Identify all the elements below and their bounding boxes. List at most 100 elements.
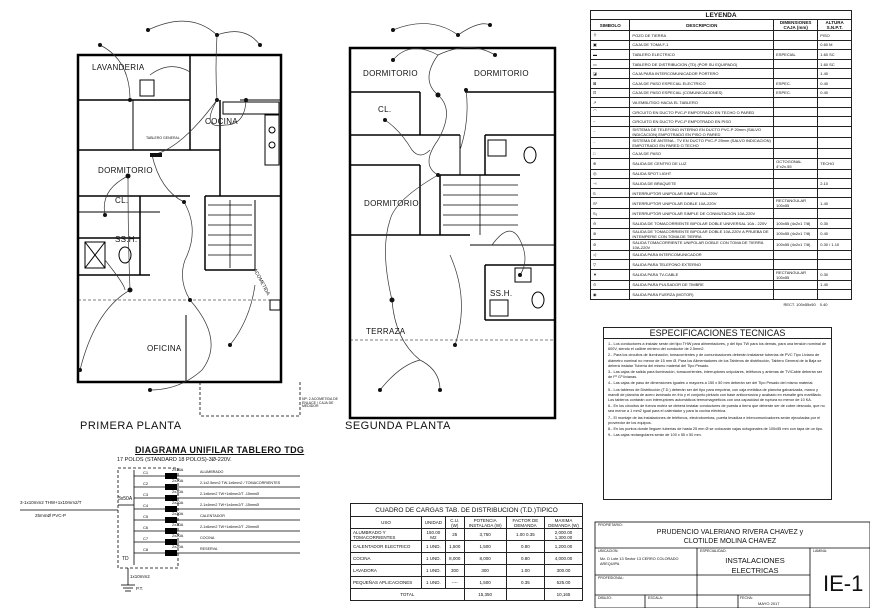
switch-3way-icon: S₃ (589, 208, 631, 219)
unifilar-subtitle: 17 POLOS (STANDARD 18 POLOS)-3Ø-220V. (117, 457, 232, 463)
tv-icon: ▼ (589, 268, 631, 281)
legend-row: ⊖SALIDA DE TOMACORRIENTE BIPOLAR DOBLE U… (589, 217, 852, 229)
first-floor-stairs (208, 200, 252, 268)
location-text: Mz. D Lote 13 Sector 13 CERRO COLORADO A… (600, 557, 679, 566)
load-header: UNIDAD (421, 516, 446, 529)
circuit-desc: 2-1x4mm2 TW+1x4mm2/T -15mmØ (200, 503, 259, 507)
circuit-id: C6 (143, 525, 149, 530)
drawn-label: DIBUJO: (598, 596, 612, 600)
unifilar-lines (20, 467, 300, 592)
panel-icon: ▬ (589, 49, 631, 60)
load-header: USO (350, 516, 422, 529)
circuit-breaker: 2x16A (172, 467, 184, 472)
circuit-id: C8 (143, 547, 149, 552)
first-floor-walls (76, 53, 301, 417)
weatherproof-outlet-icon: ⊜ (589, 227, 631, 240)
sheet-number: IE-1 (823, 571, 864, 596)
legend-row: □CAJA DE PASO (589, 147, 852, 159)
circuit-breaker: 2x20A (172, 478, 184, 483)
spec-item: 6.- En los circuitos de fuerza motriz se… (608, 404, 825, 414)
circuit-id: C2 (143, 481, 149, 486)
legend-title: LEYENDA (590, 10, 852, 20)
date-text: MAYO 2017 (758, 601, 780, 606)
td-label: TD (122, 556, 129, 562)
intercom-icon: ◁ (589, 249, 631, 261)
earth-pit-icon: ⏚ (589, 30, 631, 41)
motor-icon: ◉ (589, 289, 631, 300)
spec-item: 3.- Las cajas de salida para iluminación… (608, 370, 823, 380)
circuit-breaker: 2x20A (172, 500, 184, 505)
spec-item: 5.- Los tableros de Distribución (T.D.) … (608, 387, 822, 403)
room-label-terraza: TERRAZA (366, 327, 406, 336)
outlet-icon: ⊖ (589, 217, 631, 229)
load-header: C.U. (W) (444, 516, 465, 529)
phone-conduit-icon: ┄ (589, 125, 631, 138)
first-floor-fixtures (84, 79, 280, 269)
room-label-dormitorio-2: DORMITORIO (474, 69, 529, 78)
conduit-label: 25mmØ PVC-P (35, 513, 67, 518)
room-label-bathroom: SS.H. (115, 235, 138, 244)
spec-item: 2.- Para los circuitos de iluminación, t… (608, 353, 822, 368)
circuit-desc: ALUMBRADO (200, 470, 224, 474)
first-floor-outlets (78, 28, 262, 392)
load-table-title: CUADRO DE CARGAS TAB. DE DISTRIBUCION (T… (350, 503, 583, 517)
spotlight-icon: ◎ (589, 168, 631, 180)
legend-row: ▽SALIDA PARA TELEFONO EXTERNO (589, 259, 852, 270)
room-label-closet: CL. (378, 105, 392, 114)
second-floor-walls (348, 46, 557, 420)
circuit-desc: 2-1x6mm2 TW+1x6mm2/T -15mmØ (200, 492, 259, 496)
circuit-breaker: 2x20A (172, 511, 184, 516)
professional-label: PROFESIONAL: (598, 576, 624, 580)
main-breaker-label: 3x50A (118, 496, 133, 502)
spec-item: 1.- Los conductores a instalar serán del… (608, 342, 827, 352)
legend-row: ┈SISTEMA DE ANTENA - TV EN DUCTO PVC-P 2… (589, 136, 852, 149)
doorbell-icon: ⊙ (589, 279, 631, 291)
tablero-note: TABLERO GENERAL (146, 136, 180, 140)
legend-row: ┄SISTEMA DE TELEFONO INTERNO EN DUCTO PV… (589, 125, 852, 138)
floor-conduit-icon: ╌ (589, 116, 631, 127)
legend-row: ↗VA EMBUTIDO HACIA EL TABLERO (589, 97, 852, 108)
second-floor-fixtures (487, 139, 545, 317)
second-floor-title: SEGUNDA PLANTA (345, 420, 451, 432)
room-label-oficina: OFICINA (147, 344, 182, 353)
second-floor-circuits (379, 23, 526, 391)
junction-box-icon: ⊠ (589, 77, 631, 89)
unifilar-title: DIAGRAMA UNIFILAR TABLERO TDG (135, 445, 305, 455)
first-floor-circuits (79, 20, 261, 391)
circuit-desc: COCINA (200, 536, 215, 540)
legend-row: ⊘SALIDA TOMACORRIENTE UNIPOLAR DOBLE CON… (589, 238, 852, 251)
legend-row: ╌CIRCUITO EN DUCTO PVC-P EMPOTRADO EN PI… (589, 116, 852, 127)
load-header: POTENCIA INSTALADA (W) (463, 516, 507, 529)
legend-row: ◉SALIDA PARA FUERZA (MOTOR) (589, 289, 852, 300)
spec-item: 8.- En los puntos donde lleguen tuberías… (608, 427, 824, 432)
legend-table: LEYENDA SIMBOLO DESCRIPCION DIMENSIONES … (589, 10, 852, 308)
sheet-label: LAMINA: (813, 549, 828, 553)
first-floor-title: PRIMERA PLANTA (80, 420, 182, 432)
arrow-icon: ↗ (589, 97, 631, 108)
room-label-dormitorio-3: DORMITORIO (364, 199, 419, 208)
circuit-breaker: 2x20A (172, 544, 184, 549)
second-floor-stairs (443, 175, 518, 235)
ceiling-conduit-icon: ⌒ (589, 106, 631, 118)
circuit-id: C4 (143, 503, 149, 508)
room-label-lavanderia: LAVANDERIA (92, 63, 145, 72)
phone-icon: ▽ (589, 259, 631, 270)
circuit-id: C5 (143, 514, 149, 519)
legend-header: ALTURA S.N.P.T. (817, 19, 852, 31)
circuit-breaker: 2x30A (172, 522, 184, 527)
pull-box-icon: □ (589, 147, 631, 159)
circuit-id: C7 (143, 536, 149, 541)
